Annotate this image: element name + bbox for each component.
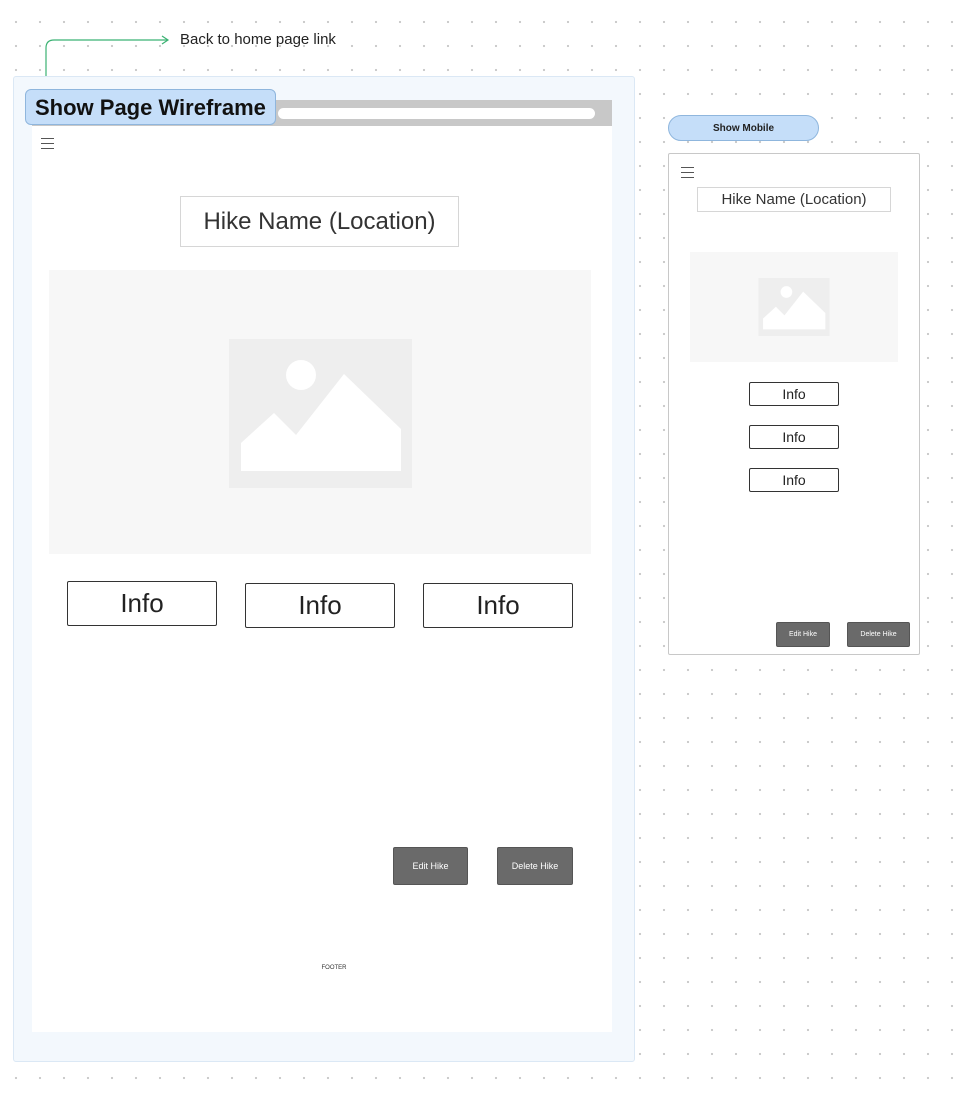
annotation-arrow: [45, 35, 170, 133]
mobile-info-box: Info: [749, 468, 839, 492]
hamburger-menu-icon[interactable]: [41, 138, 54, 149]
info-box: Info: [67, 581, 217, 626]
footer: FOOTER: [321, 965, 347, 971]
mobile-info-box: Info: [749, 382, 839, 406]
mobile-hike-title: Hike Name (Location): [697, 187, 891, 212]
image-placeholder-icon: [229, 339, 412, 488]
info-box: Info: [245, 583, 395, 628]
mobile-edit-hike-button[interactable]: Edit Hike: [776, 622, 830, 647]
hamburger-menu-icon[interactable]: [681, 167, 694, 178]
info-box: Info: [423, 583, 573, 628]
mobile-delete-hike-button[interactable]: Delete Hike: [847, 622, 910, 647]
mobile-info-box: Info: [749, 425, 839, 449]
edit-hike-button[interactable]: Edit Hike: [393, 847, 468, 885]
url-bar[interactable]: [278, 108, 595, 119]
delete-hike-button[interactable]: Delete Hike: [497, 847, 573, 885]
image-placeholder-icon: [758, 278, 830, 336]
mobile-section-label: Show Mobile: [668, 115, 819, 141]
section-label: Show Page Wireframe: [25, 89, 276, 125]
hike-title: Hike Name (Location): [180, 196, 459, 247]
annotation-label: Back to home page link: [180, 31, 336, 48]
